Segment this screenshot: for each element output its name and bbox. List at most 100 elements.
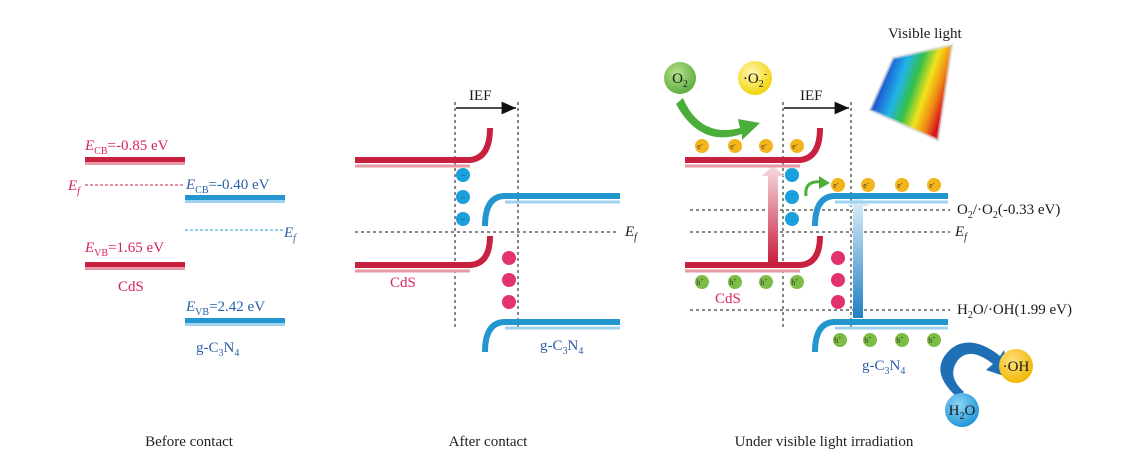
electron-dot [456, 190, 470, 204]
hydroxyl-label: ·OH [1003, 359, 1030, 375]
gcn-electrons: e- e- e- e- [831, 178, 941, 192]
cds-electrons: e- e- e- e- [695, 139, 804, 153]
cds-cb-band [85, 157, 185, 162]
hole-dot [502, 295, 516, 309]
o2-redox-level-label: O2/·O2(-0.33 eV) [957, 202, 1060, 221]
electron-label: e- [761, 142, 767, 151]
cds-cb-label: ECB=-0.85 eV [84, 138, 169, 157]
cds-vb-bent-band [355, 235, 493, 268]
photo-electron [728, 139, 742, 153]
cds-cb-band-shade [85, 162, 185, 165]
panel-visible-light: Visible light IEF O2/·O2(-0.33 eV) Ef H2… [664, 26, 1072, 450]
hole-dot [502, 251, 516, 265]
photo-electron [861, 178, 875, 192]
hole-label: h+ [696, 278, 704, 287]
photo-electron [927, 178, 941, 192]
photo-hole [833, 333, 847, 347]
gcn-vb-band [185, 318, 285, 323]
photo-electron [831, 178, 845, 192]
hole-dot [831, 273, 845, 287]
gcn-cb-label: ECB=-0.40 eV [185, 177, 270, 196]
electron-dot [785, 212, 799, 226]
hole-dot [831, 251, 845, 265]
gcn-cb-bent-band [482, 193, 620, 227]
photo-electron [790, 139, 804, 153]
panel-before-contact: ECB=-0.85 eV Ef EVB=1.65 eV CdS ECB=-0.4… [67, 138, 297, 450]
hole-dot [831, 295, 845, 309]
electron-label: e- [833, 181, 839, 190]
photo-hole [863, 333, 877, 347]
hole-charges [502, 251, 516, 309]
cds-material-label: CdS [390, 275, 416, 291]
electron-label: e- [792, 142, 798, 151]
fermi-level-label: Ef [624, 224, 638, 243]
superoxide-radical [738, 61, 772, 95]
superoxide-label: ·O2- [743, 69, 767, 90]
electron-dot [456, 168, 470, 182]
gcn-material-label: g-C3N4 [862, 358, 905, 377]
cds-excitation-arrow [762, 165, 784, 262]
cds-cb-bent-band [685, 127, 823, 163]
electron-label: e- [897, 181, 903, 190]
caption-after-contact: After contact [449, 434, 529, 450]
visible-light-spectrum [870, 45, 952, 140]
h2o-oxidation-arrow [940, 342, 1010, 398]
panel-after-contact: IEF Ef − − − CdS g-C3N4 After con [355, 88, 638, 450]
gcn-vb-label: EVB=2.42 eV [185, 299, 265, 318]
cds-holes: h+ h+ h+ h+ [695, 275, 804, 289]
hole-label: h+ [834, 336, 842, 345]
photo-electron [695, 139, 709, 153]
cds-vb-band-shade [85, 267, 185, 270]
hole-label: h+ [864, 336, 872, 345]
electron-label: e- [863, 181, 869, 190]
cds-vb-bent-band [685, 235, 823, 268]
electron-label: e- [730, 142, 736, 151]
ief-label: IEF [800, 88, 823, 104]
cds-vb-band [85, 262, 185, 267]
photo-hole [759, 275, 773, 289]
spectrum-glow [868, 43, 954, 143]
electron-transfer-arrowhead [819, 176, 830, 189]
gcn-excitation-arrow [847, 195, 869, 318]
hole-label: h+ [760, 278, 768, 287]
oh-redox-level-label: H2O/·OH(1.99 eV) [957, 302, 1072, 321]
gcn-vb-band-shade [185, 323, 285, 326]
hole-label: h+ [896, 336, 904, 345]
electron-sign: − [461, 171, 466, 180]
h2o-label: H2O [949, 403, 976, 422]
photo-hole [695, 275, 709, 289]
visible-light-title: Visible light [888, 26, 963, 42]
cds-cb-bent-band [355, 127, 493, 163]
gcn-cb-band [185, 195, 285, 200]
hole-label: h+ [791, 278, 799, 287]
hole-label: h+ [729, 278, 737, 287]
hole-label: h+ [928, 336, 936, 345]
photo-hole [927, 333, 941, 347]
gcn-material-label: g-C3N4 [540, 338, 583, 357]
cds-fermi-label: Ef [67, 178, 81, 197]
cds-material-label: CdS [715, 291, 741, 307]
caption-before-contact: Before contact [145, 434, 234, 450]
o2-molecule [664, 62, 696, 94]
cds-vb-label: EVB=1.65 eV [84, 240, 164, 259]
cds-material-label: CdS [118, 279, 144, 295]
electron-charges: − − − [456, 168, 470, 226]
gcn-material-label: g-C3N4 [196, 340, 239, 359]
photo-electron [895, 178, 909, 192]
electron-sign: − [461, 193, 466, 202]
h2o-molecule [945, 393, 979, 427]
ief-label: IEF [469, 88, 492, 104]
gcn-cb-band-shade [185, 200, 285, 203]
gcn-vb-bent-band [482, 319, 620, 353]
gcn-holes: h+ h+ h+ h+ [833, 333, 941, 347]
caption-visible-light: Under visible light irradiation [735, 434, 914, 450]
photo-electron [759, 139, 773, 153]
electron-label: e- [929, 181, 935, 190]
gcn-cb-bent-band [812, 193, 948, 227]
photo-hole [790, 275, 804, 289]
hydroxyl-radical [999, 349, 1033, 383]
fermi-level-label: Ef [954, 224, 968, 243]
electron-dot [456, 212, 470, 226]
